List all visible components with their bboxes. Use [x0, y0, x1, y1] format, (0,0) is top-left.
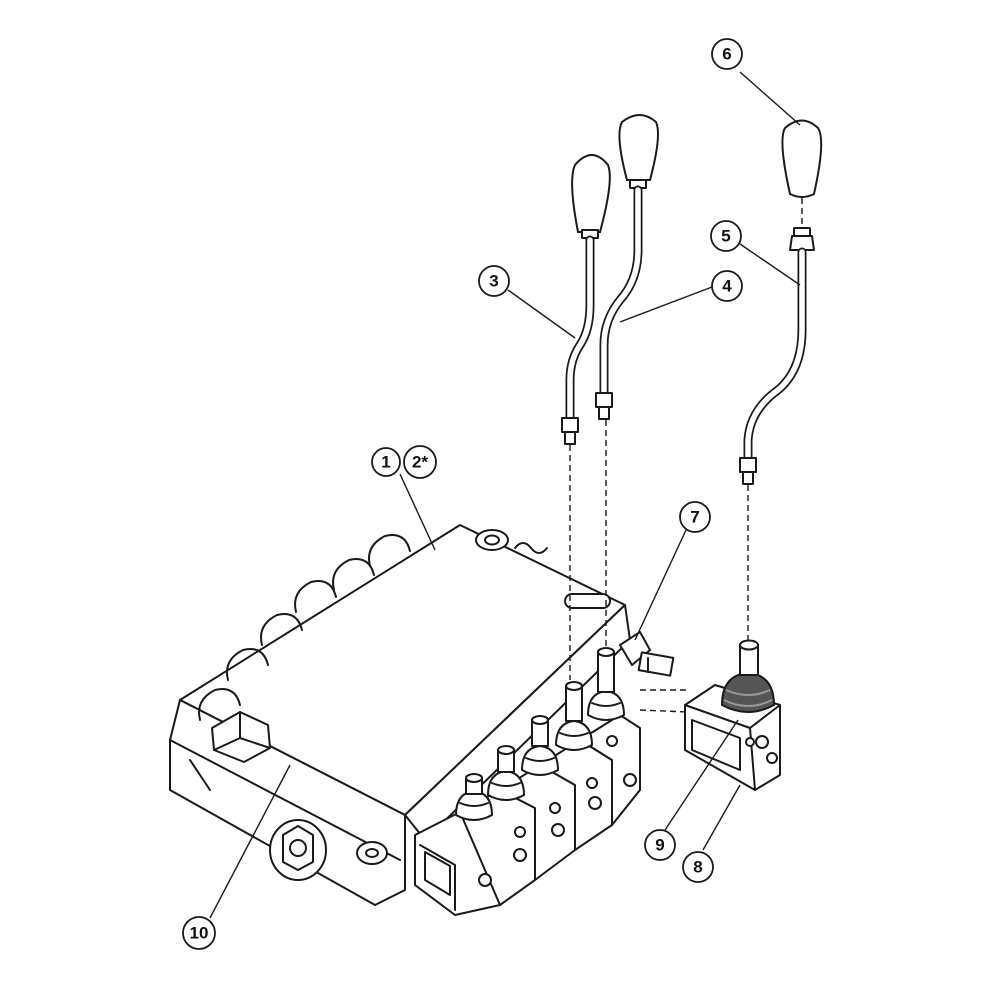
side-fitting: [619, 631, 675, 677]
spool-boot-4: [555, 681, 593, 751]
callout-5-label: 5: [721, 227, 730, 246]
callout-1-label: 1: [381, 453, 390, 472]
knob-6: [781, 119, 823, 198]
callout-6: 6: [711, 38, 743, 70]
valve-body: [169, 524, 631, 906]
spool-sections: [414, 647, 641, 916]
callout-3: 3: [478, 265, 510, 297]
spool-boot-1: [455, 773, 493, 821]
rubber-boot: [720, 639, 776, 713]
front-fitting: [269, 819, 327, 881]
callout-5: 5: [710, 220, 742, 252]
callout-8: 8: [682, 851, 714, 883]
mounting-hole: [475, 529, 509, 551]
callout-9-label: 9: [655, 836, 664, 855]
callout-9: 9: [644, 829, 676, 861]
callout-8-label: 8: [693, 858, 702, 877]
leader-lines: [209, 71, 801, 919]
callout-2: 2*: [403, 445, 437, 479]
callout-10: 10: [182, 916, 216, 950]
callout-10-label: 10: [190, 924, 209, 943]
spool-boot-5: [587, 647, 625, 721]
callout-3-label: 3: [489, 272, 498, 291]
lever-3: [561, 154, 611, 445]
callout-7: 7: [679, 501, 711, 533]
slot: [564, 593, 611, 609]
valve-ports: [198, 534, 411, 721]
callout-2-label: 2*: [412, 453, 428, 472]
callout-1: 1: [371, 447, 401, 477]
hex-plug: [211, 711, 271, 763]
alignment-lines: [569, 198, 803, 713]
spool-boot-3: [521, 715, 559, 776]
callout-4-label: 4: [722, 277, 732, 296]
callout-7-label: 7: [690, 508, 699, 527]
lever-5: [739, 227, 815, 485]
lever-4: [595, 114, 659, 420]
callout-4: 4: [711, 270, 743, 302]
callout-6-label: 6: [722, 45, 731, 64]
end-section: [684, 639, 781, 791]
spool-boot-2: [487, 745, 525, 801]
